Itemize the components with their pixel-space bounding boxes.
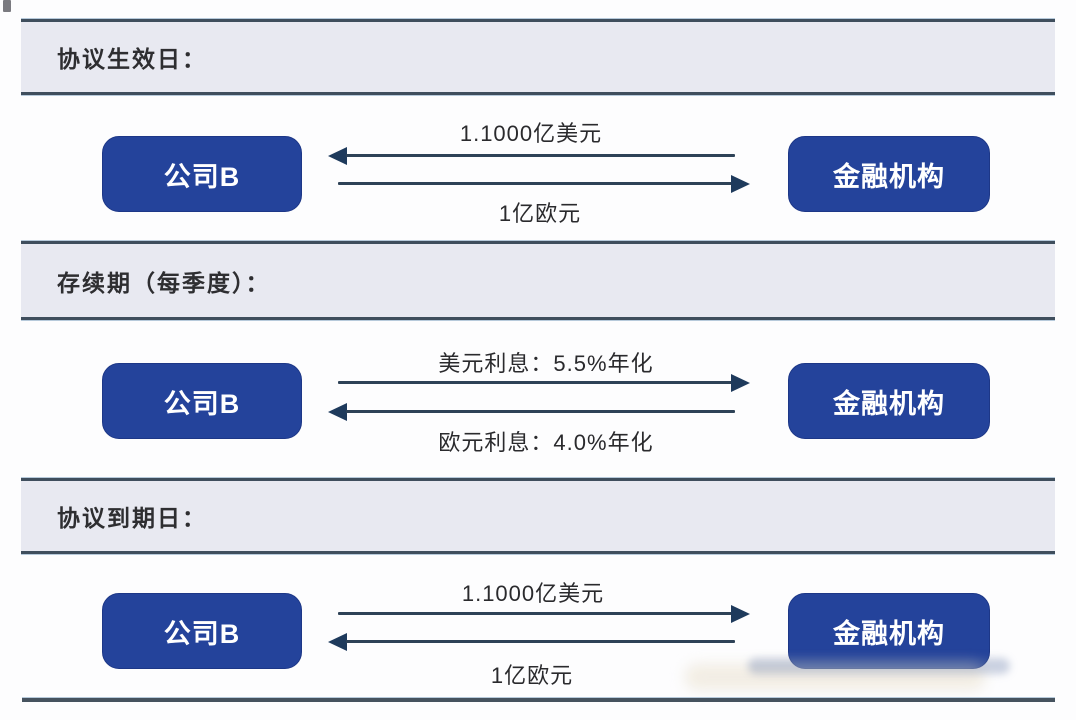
financial-institution-box: 金融机构 [788, 593, 990, 669]
flow-line [346, 640, 735, 643]
arrow-right-icon [731, 605, 750, 623]
flow-label: 1亿欧元 [490, 663, 574, 688]
company-b-box: 公司B [102, 363, 302, 439]
bottom-rule [22, 698, 1055, 702]
arrow-left-icon [328, 403, 347, 421]
section-header: 存续期（每季度）： [57, 269, 271, 296]
flow-label: 1.1000亿美元 [459, 121, 603, 146]
flow-label: 欧元利息：4.0%年化 [438, 430, 654, 455]
arrow-right-icon [731, 374, 750, 392]
flow-label: 1亿欧元 [498, 201, 582, 226]
company-b-box: 公司B [102, 593, 302, 669]
arrow-left-icon [328, 633, 347, 651]
corner-artifact [3, 0, 11, 12]
section-band-duration: 存续期（每季度）： [21, 241, 1055, 320]
flow-line [346, 410, 735, 413]
company-b-label: 公司B [163, 161, 241, 192]
flow-label: 美元利息：5.5%年化 [438, 351, 654, 376]
arrow-left-icon [328, 147, 347, 165]
financial-institution-label: 金融机构 [833, 388, 945, 419]
watermark-smudge [748, 658, 1010, 674]
financial-institution-box: 金融机构 [788, 136, 990, 212]
section-band-maturity-date: 协议到期日： [21, 478, 1055, 554]
financial-institution-label: 金融机构 [833, 161, 945, 192]
section-header: 协议生效日： [57, 46, 207, 72]
section-header: 协议到期日： [57, 505, 207, 531]
flow-line [346, 154, 735, 157]
flow-label: 1.1000亿美元 [461, 581, 605, 606]
arrow-right-icon [731, 175, 750, 193]
company-b-label: 公司B [163, 618, 241, 649]
section-band-effective-date: 协议生效日： [21, 19, 1055, 95]
financial-institution-box: 金融机构 [788, 363, 990, 439]
company-b-label: 公司B [163, 388, 241, 419]
flow-line [338, 612, 732, 615]
company-b-box: 公司B [102, 136, 302, 212]
financial-institution-label: 金融机构 [833, 618, 945, 649]
flow-line [338, 182, 732, 185]
flow-line [338, 381, 732, 384]
watermark-smudge [685, 664, 985, 690]
